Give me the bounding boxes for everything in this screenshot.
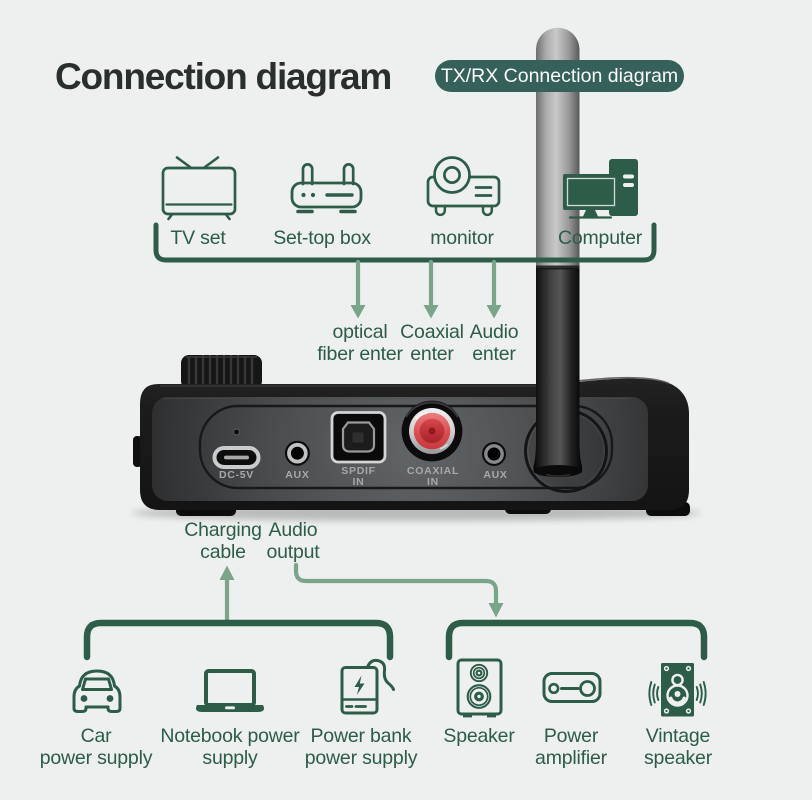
power-label-notebook: Notebook power supply — [160, 725, 300, 769]
sources-bracket — [153, 222, 657, 263]
port-label-aux-1: AUX — [285, 469, 310, 481]
power-label-power-bank: Power bank power supply — [304, 725, 418, 769]
device-knob — [181, 355, 262, 389]
audio-output-arrow — [293, 562, 504, 618]
laptop-icon — [195, 669, 265, 712]
speaker-icon — [456, 658, 503, 718]
device-led — [233, 428, 240, 436]
badge-label: TX/RX Connection diagram — [440, 64, 679, 87]
source-label-monitor: monitor — [430, 227, 494, 249]
source-label-set-top-box: Set-top box — [273, 227, 371, 249]
port-label-aux-2: AUX — [483, 469, 508, 481]
antenna — [533, 27, 583, 477]
usb-c-port — [212, 446, 261, 469]
page-title: Connection diagram — [55, 56, 392, 97]
projector-icon — [426, 156, 501, 217]
tx-rx-badge: TX/RX Connection diagram — [435, 60, 684, 92]
source-label-computer: Computer — [557, 227, 643, 249]
set-top-box-icon — [290, 163, 363, 214]
car-icon — [72, 669, 122, 713]
output-label-speaker: Speaker — [443, 725, 515, 747]
power-bank-icon — [340, 658, 395, 715]
source-label-tv-set: TV set — [170, 227, 226, 249]
vintage-speaker-icon — [648, 663, 707, 717]
output-label-vintage-speaker: Vintage speaker — [644, 725, 712, 769]
optical-arrow — [350, 259, 366, 319]
audio-in-arrow — [486, 259, 502, 319]
input-label-optical: optical fiber enter — [317, 321, 403, 365]
power-sources-bracket — [83, 619, 394, 661]
device-groove — [198, 404, 614, 490]
input-label-audio: Audio enter — [469, 321, 519, 365]
input-label-coaxial: Coaxial enter — [400, 321, 464, 365]
charging-arrow — [219, 565, 235, 622]
spdif-port — [330, 411, 387, 464]
aux-port-2 — [482, 442, 506, 466]
port-label-dc5v: DC-5V — [218, 469, 255, 481]
charging-cable-label: Charging cable — [184, 519, 262, 563]
device-side-button — [133, 436, 142, 467]
port-label-coaxial: COAXIAL IN — [406, 465, 460, 488]
power-label-car: Car power supply — [39, 725, 153, 769]
audio-output-label: Audio output — [266, 519, 320, 563]
output-label-amplifier: Power amplifier — [535, 725, 607, 769]
computer-icon — [563, 159, 638, 219]
coaxial-port — [401, 400, 463, 462]
device-front-panel — [152, 397, 648, 501]
aux-port-1 — [284, 440, 310, 466]
device-photo — [131, 355, 701, 521]
tv-icon — [161, 156, 237, 221]
audio-outputs-bracket — [445, 619, 708, 661]
port-label-spdif: SPDIF IN — [341, 465, 376, 488]
coaxial-arrow — [423, 259, 439, 319]
amplifier-icon — [542, 672, 602, 703]
